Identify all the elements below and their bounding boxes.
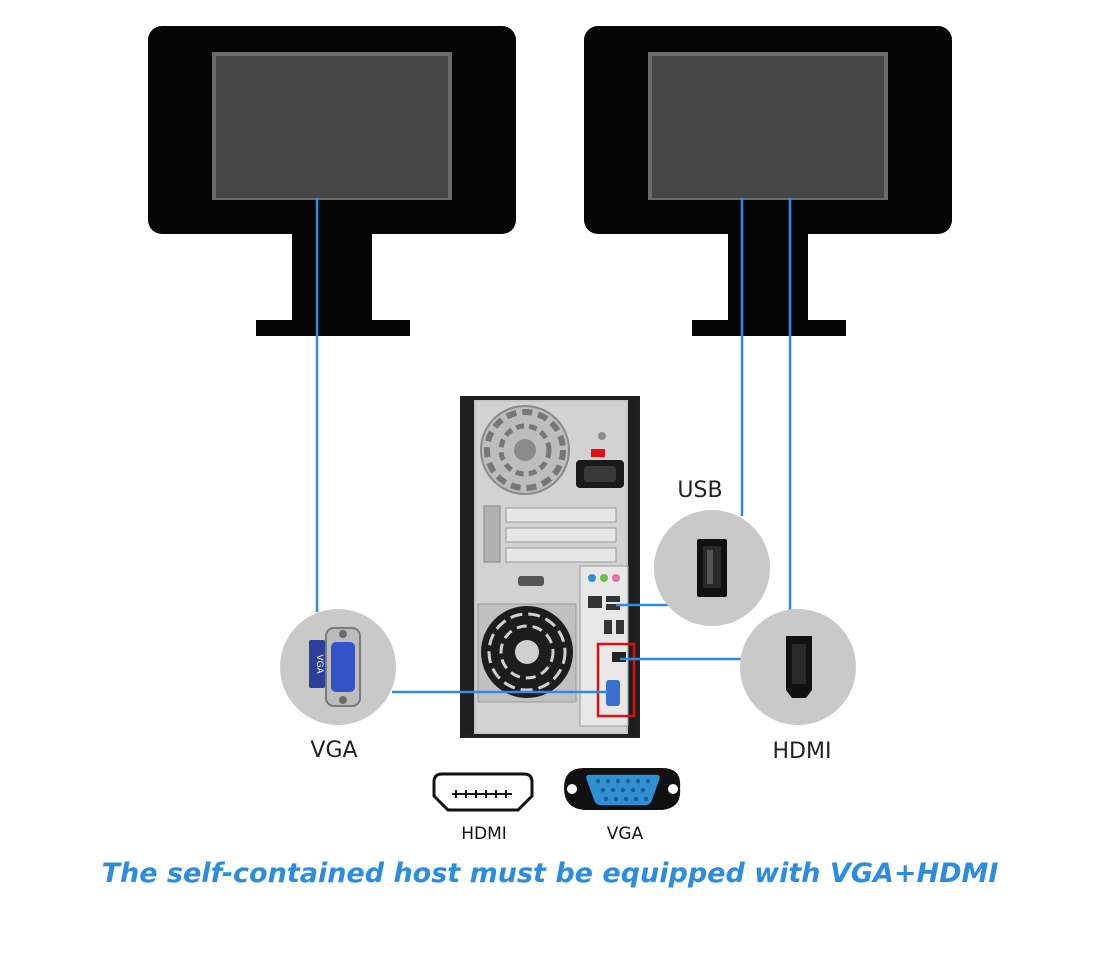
vga-callout: VGA: [280, 609, 396, 725]
pc-tower-right-rail: [628, 400, 636, 734]
vga-shape-screw-left-icon: [567, 784, 577, 794]
hdmi-pins-icon: [452, 790, 512, 798]
usb-port: [606, 596, 620, 602]
caption: The self-contained host must be equipped…: [102, 858, 999, 889]
hdmi-connector-inner: [792, 644, 806, 684]
bottom-fan-hub: [515, 640, 539, 664]
io-panel: [579, 565, 629, 727]
hdmi-callout: [740, 609, 856, 725]
top-fan-ring-inner: [498, 423, 552, 477]
audio-jack: [612, 574, 620, 582]
expansion-slot: [483, 505, 501, 563]
audio-jack: [588, 574, 596, 582]
expansion-slots: [483, 505, 617, 563]
video-ports-highlight: [596, 642, 636, 718]
usb-label: USB: [677, 478, 722, 503]
ethernet-port: [588, 596, 602, 608]
left-monitor-screen: [216, 56, 448, 198]
serial-port: [518, 576, 544, 586]
right-monitor-base: [692, 320, 846, 336]
vga-screw-bottom: [339, 696, 347, 704]
vga-shape-pins-icon: [595, 778, 651, 802]
right-monitor: [584, 26, 952, 336]
left-monitor-base: [256, 320, 410, 336]
bottom-fan-ring: [487, 612, 567, 692]
audio-jack: [600, 574, 608, 582]
expansion-slot: [505, 547, 617, 563]
pc-tower: [460, 396, 640, 738]
expansion-slot: [505, 507, 617, 523]
vga-plate-icon: [309, 640, 325, 688]
legend-hdmi-label: HDMI: [461, 824, 507, 844]
top-fan: [480, 405, 570, 495]
top-fan-hub: [514, 439, 536, 461]
hdmi-shape-icon: [432, 772, 534, 812]
io-panel-plate: [579, 565, 629, 727]
vga-screw-top: [339, 630, 347, 638]
screw: [598, 432, 606, 440]
usb-port: [616, 620, 624, 634]
vga-plate-label: VGA: [314, 654, 324, 674]
legend-hdmi: HDMI: [432, 772, 534, 844]
usb-port: [604, 620, 612, 634]
hdmi-label: HDMI: [773, 739, 832, 764]
power-socket-inner: [584, 466, 616, 482]
legend-vga-label: VGA: [607, 824, 644, 844]
pc-tower-left-rail: [464, 400, 474, 734]
legend-vga: VGA: [564, 768, 681, 844]
bottom-fan: [477, 603, 577, 703]
vga-label: VGA: [310, 738, 357, 763]
usb-connector-tongue: [707, 550, 713, 584]
expansion-slot: [505, 527, 617, 543]
usb-callout: [654, 510, 770, 626]
right-monitor-screen: [652, 56, 884, 198]
left-monitor: [148, 26, 516, 336]
vga-connector-socket: [331, 642, 355, 692]
bottom-fan-ring-inner: [499, 624, 555, 680]
cables: [315, 198, 792, 694]
power-switch: [591, 449, 605, 457]
vga-port-small: [606, 680, 620, 706]
vga-shape-screw-right-icon: [668, 784, 678, 794]
top-fan-ring: [484, 409, 566, 491]
usb-port: [606, 604, 620, 610]
right-monitor-neck: [728, 232, 808, 324]
left-monitor-neck: [292, 232, 372, 324]
hdmi-port: [612, 652, 626, 662]
